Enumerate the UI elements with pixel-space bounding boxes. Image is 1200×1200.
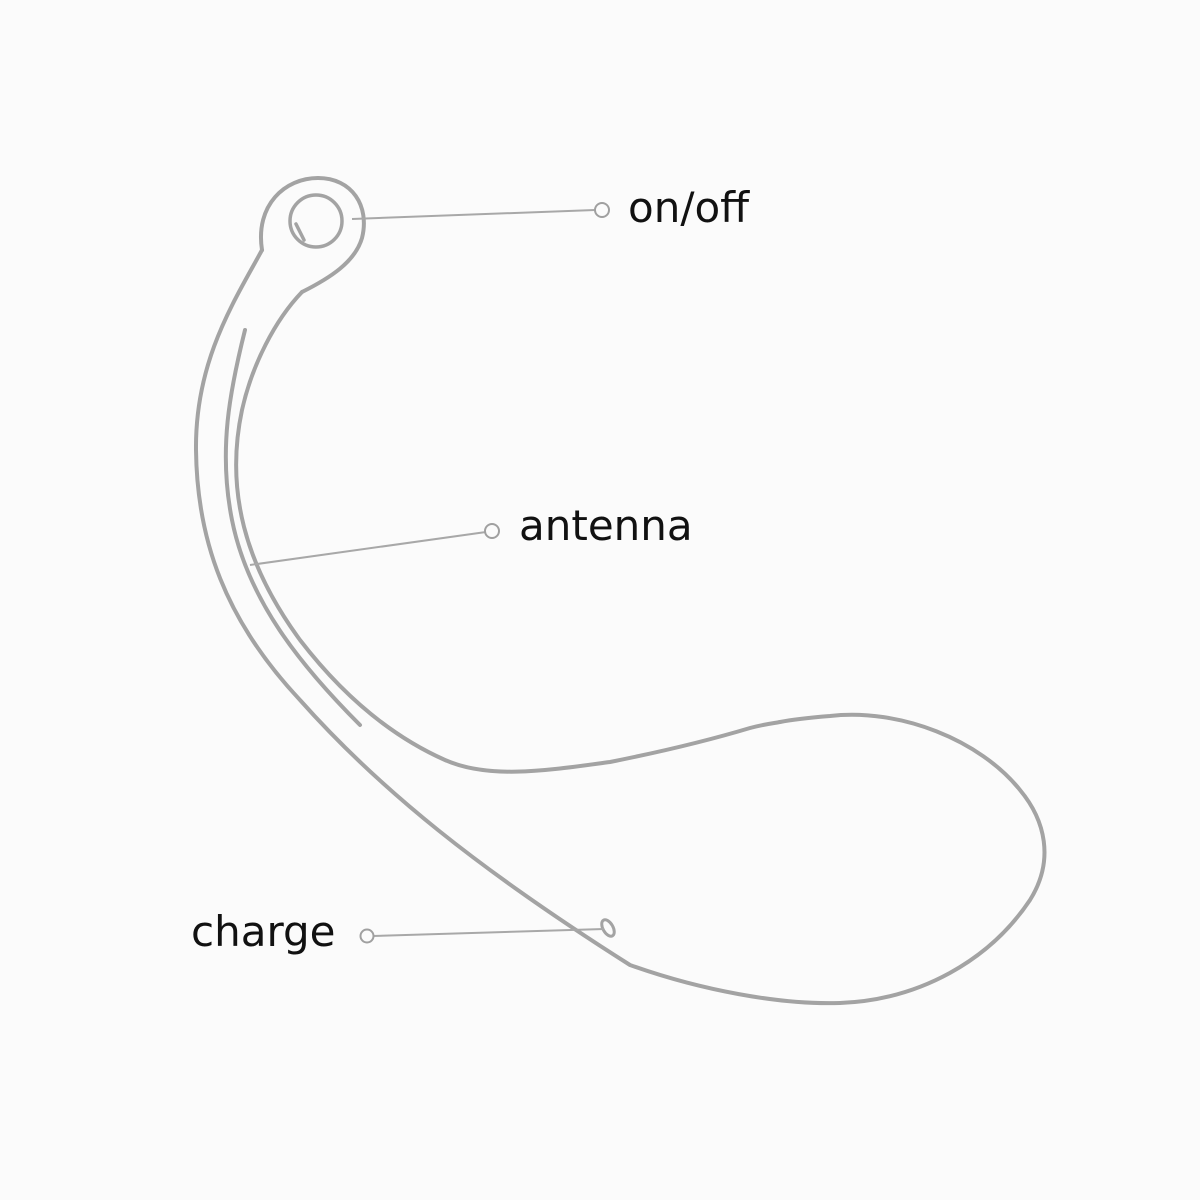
callout-antenna: antenna — [249, 501, 693, 566]
callout-power: on/off — [351, 183, 750, 232]
device-outer-edge — [193, 248, 1047, 1006]
callout-charge: charge — [191, 907, 605, 956]
label-charge: charge — [191, 907, 335, 956]
power-icon — [288, 193, 344, 249]
device-inner-edge — [234, 290, 782, 774]
device-outline — [193, 176, 1047, 1006]
antenna-line — [223, 328, 362, 727]
device-head-outline — [258, 176, 366, 294]
charge-port — [600, 918, 616, 938]
label-power: on/off — [628, 183, 750, 232]
label-antenna: antenna — [519, 501, 693, 550]
